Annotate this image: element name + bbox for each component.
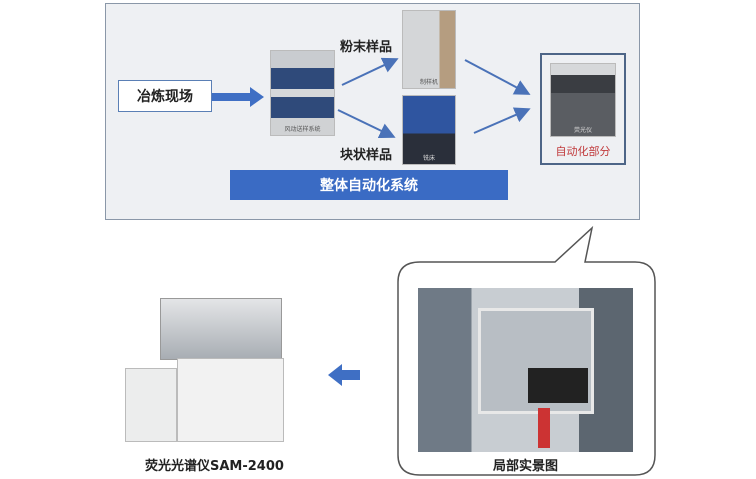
onsite-red-post	[538, 408, 550, 448]
arrow-back-to-instrument	[328, 364, 360, 386]
xrf-caption: 荧光仪	[573, 127, 592, 134]
instrument-caption: 荧光光谱仪SAM-2400	[145, 459, 284, 474]
onsite-caption: 局部实景图	[493, 459, 559, 474]
instrument-left-cabinet	[125, 368, 177, 442]
onsite-photo	[418, 288, 633, 452]
pneumatic-system-image: 风动送样系统	[270, 50, 335, 136]
block-sample-label: 块状样品	[340, 148, 393, 163]
pneumatic-caption: 风动送样系统	[284, 126, 321, 133]
xrf-instrument-image: 荧光仪	[550, 63, 616, 137]
instrument-right-cabinet	[177, 358, 284, 442]
onsite-equipment	[528, 368, 588, 403]
overall-automation-system-bar: 整体自动化系统	[230, 170, 508, 200]
instrument-top	[160, 298, 282, 360]
arrow-block-to-xrf	[473, 107, 531, 134]
site-label: 冶炼现场	[137, 89, 193, 105]
arrow-site-to-pneumatic	[212, 87, 264, 107]
arrow-to-block	[337, 109, 396, 139]
powder-machine-caption: 制样机	[419, 79, 438, 86]
sample-prep-machine-image: 制样机	[402, 10, 456, 89]
system-bar-label: 整体自动化系统	[320, 178, 418, 194]
xrf-sam-2400-image	[125, 290, 295, 442]
arrow-powder-to-xrf	[464, 59, 531, 95]
powder-sample-label: 粉末样品	[340, 40, 393, 55]
smelting-site-box: 冶炼现场	[118, 80, 212, 112]
automation-part-box: 荧光仪 自动化部分	[540, 53, 626, 165]
block-machine-caption: 铣床	[422, 155, 435, 162]
milling-machine-image: 铣床	[402, 95, 456, 165]
automation-part-label: 自动化部分	[555, 145, 611, 158]
arrow-to-powder	[341, 57, 399, 86]
